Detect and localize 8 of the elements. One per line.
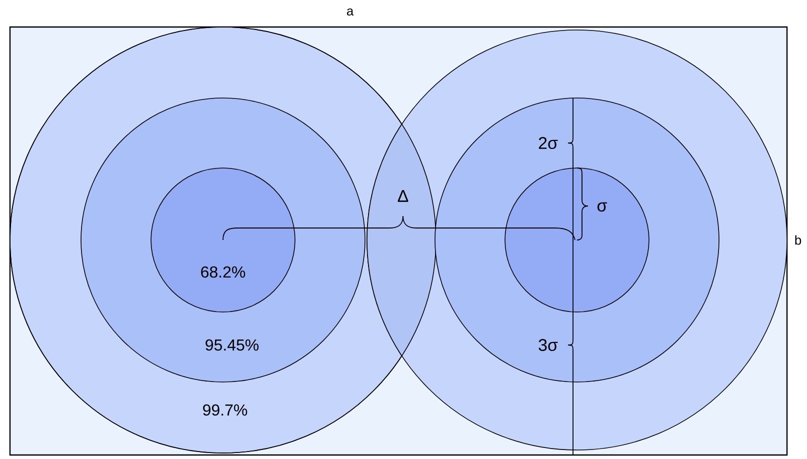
circle [504,168,650,312]
sigma-label: 3σ [538,338,558,352]
sigma-label: σ [597,202,607,212]
axis-label: a [346,8,354,16]
distance-label: Δ [398,190,408,202]
sigma-label: 2σ [538,136,558,150]
node-label: 99.7% [203,404,248,416]
axis-label: b [795,235,802,245]
